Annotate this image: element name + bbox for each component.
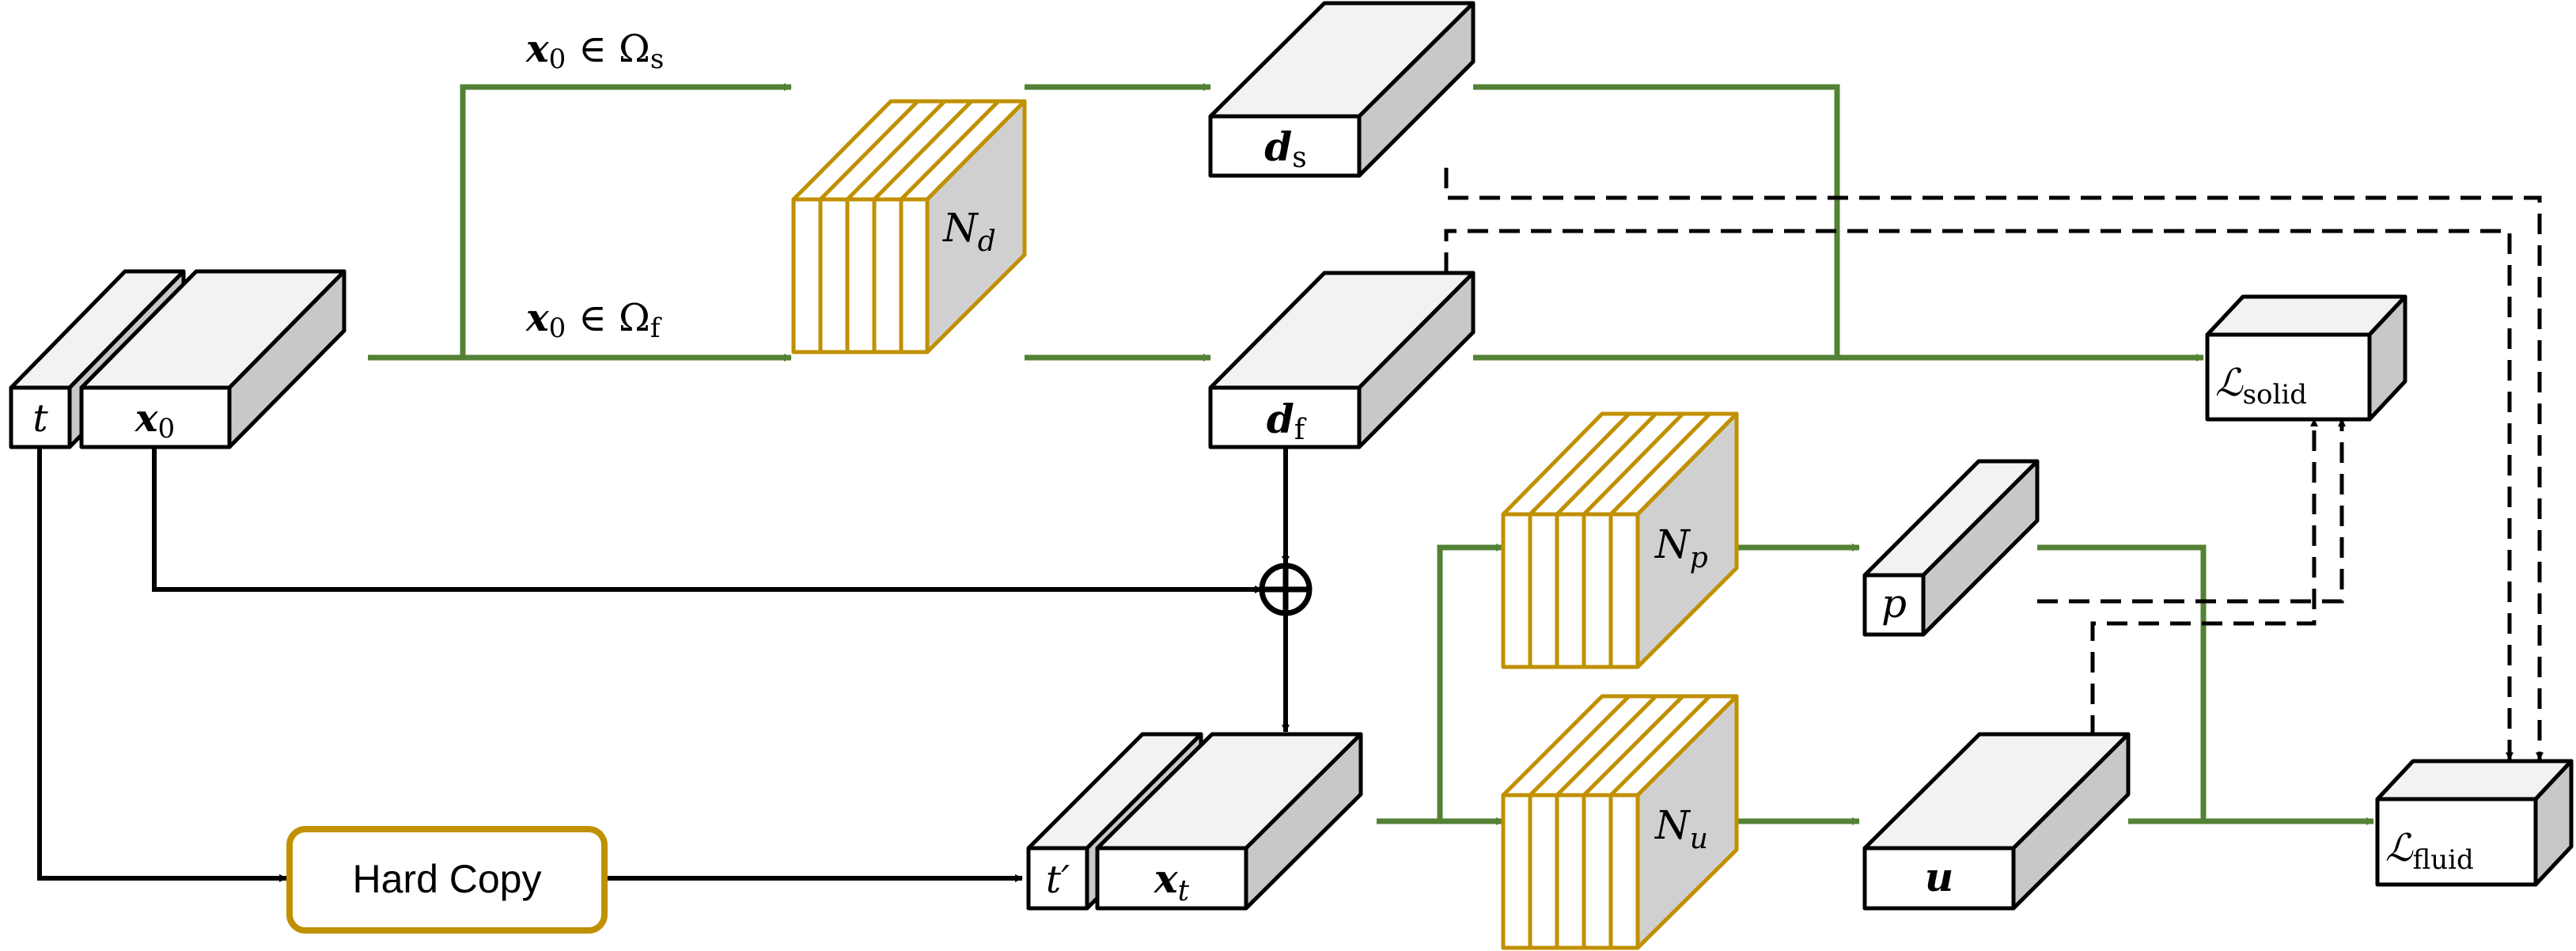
x0-label: x0 <box>134 396 175 445</box>
u-box <box>1862 732 2131 911</box>
xt-box <box>1095 732 1363 911</box>
hard-copy-label: Hard Copy <box>353 857 542 901</box>
df-label: df <box>1267 396 1307 446</box>
t-label: t <box>32 396 48 441</box>
dashed-connectors <box>1444 168 2544 760</box>
u-label: u <box>1925 854 1953 900</box>
p-label: p <box>1881 581 1907 627</box>
nd-label: Nd <box>942 205 996 258</box>
ds-box <box>1208 1 1476 178</box>
t-prime-label: t′ <box>1046 858 1070 902</box>
loss-fluid-box <box>2375 759 2574 887</box>
p-box <box>1862 459 2040 637</box>
xt-label: xt <box>1154 855 1190 907</box>
black-connectors <box>37 447 1290 882</box>
add-node <box>1259 563 1313 616</box>
loss-solid-box <box>2205 294 2407 422</box>
x0-in-omega-f-label: x0∈ Ωf <box>525 296 662 344</box>
loss-solid-label: ℒsolid <box>2215 361 2307 411</box>
loss-fluid-label: ℒfluid <box>2385 826 2474 876</box>
nu-network-block <box>1501 694 1739 950</box>
ds-label: ds <box>1264 123 1306 174</box>
nu-label: Nu <box>1654 802 1708 855</box>
np-label: Np <box>1654 521 1708 574</box>
x0-box <box>79 269 347 449</box>
green-connectors <box>368 83 2374 825</box>
x0-in-omega-s-label: x0∈ Ωs <box>525 27 664 75</box>
np-network-block <box>1501 411 1739 669</box>
hard-copy-box <box>286 826 608 934</box>
nd-network-block <box>791 99 1027 354</box>
df-box <box>1208 271 1476 449</box>
